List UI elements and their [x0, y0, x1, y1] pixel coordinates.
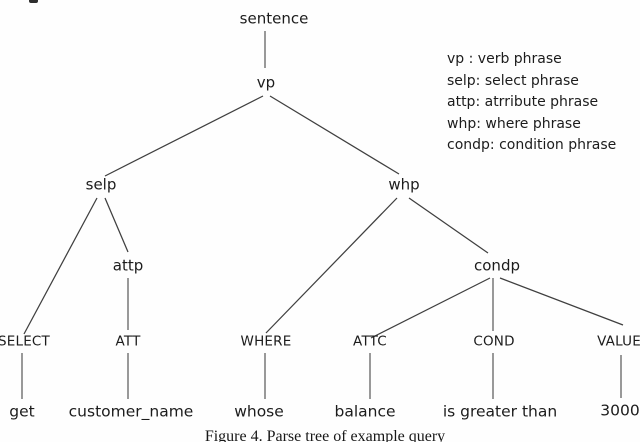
tree-edge-whp-condp [408, 197, 489, 254]
tree-node-att: ATT [115, 333, 141, 350]
tree-edge-selp-attp [104, 197, 129, 253]
legend: vp : verb phrase selp: select phrase attp:… [447, 49, 616, 157]
legend-item-condp: condp: condition phrase [447, 137, 617, 154]
tree-node-get: get [9, 402, 35, 421]
tree-edge-selp-select [23, 197, 98, 335]
tree-node-cond: COND [473, 333, 515, 350]
tree-node-is_greater_than: is greater than [442, 402, 558, 421]
tree-node-select: SELECT [0, 333, 51, 350]
legend-item-vp: vp : verb phrase [447, 51, 562, 67]
tree-node-whose: whose [234, 402, 284, 421]
tree-node-3000: 3000 [600, 401, 640, 420]
tree-node-where: WHERE [240, 333, 292, 350]
legend-item-whp: whp: where phrase [447, 115, 581, 132]
tree-node-condp: condp [474, 256, 520, 275]
tree-edge-whp-where [265, 197, 398, 334]
tree-node-selp: selp [85, 175, 117, 194]
tree-node-vp: vp [256, 73, 276, 92]
tree-edge-vp-selp [104, 95, 264, 177]
legend-item-attp: attp: atrribute phrase [447, 94, 599, 111]
cropped-text-artifact [29, 0, 38, 3]
tree-node-balance: balance [334, 402, 396, 421]
tree-edge-condp-attc [370, 277, 491, 339]
legend-item-selp: selp: select phrase [447, 72, 579, 89]
tree-edge-vp-whp [269, 95, 400, 175]
figure-caption: Figure 4. Parse tree of example query [204, 428, 446, 442]
tree-node-customer_name: customer_name [68, 402, 194, 421]
tree-edge-condp-value [499, 277, 624, 326]
tree-node-attc: ATTC [353, 333, 387, 350]
tree-node-whp: whp [388, 175, 420, 194]
tree-node-value: VALUE [597, 333, 640, 350]
tree-node-attp: attp [112, 256, 144, 275]
tree-node-sentence: sentence [239, 9, 309, 28]
